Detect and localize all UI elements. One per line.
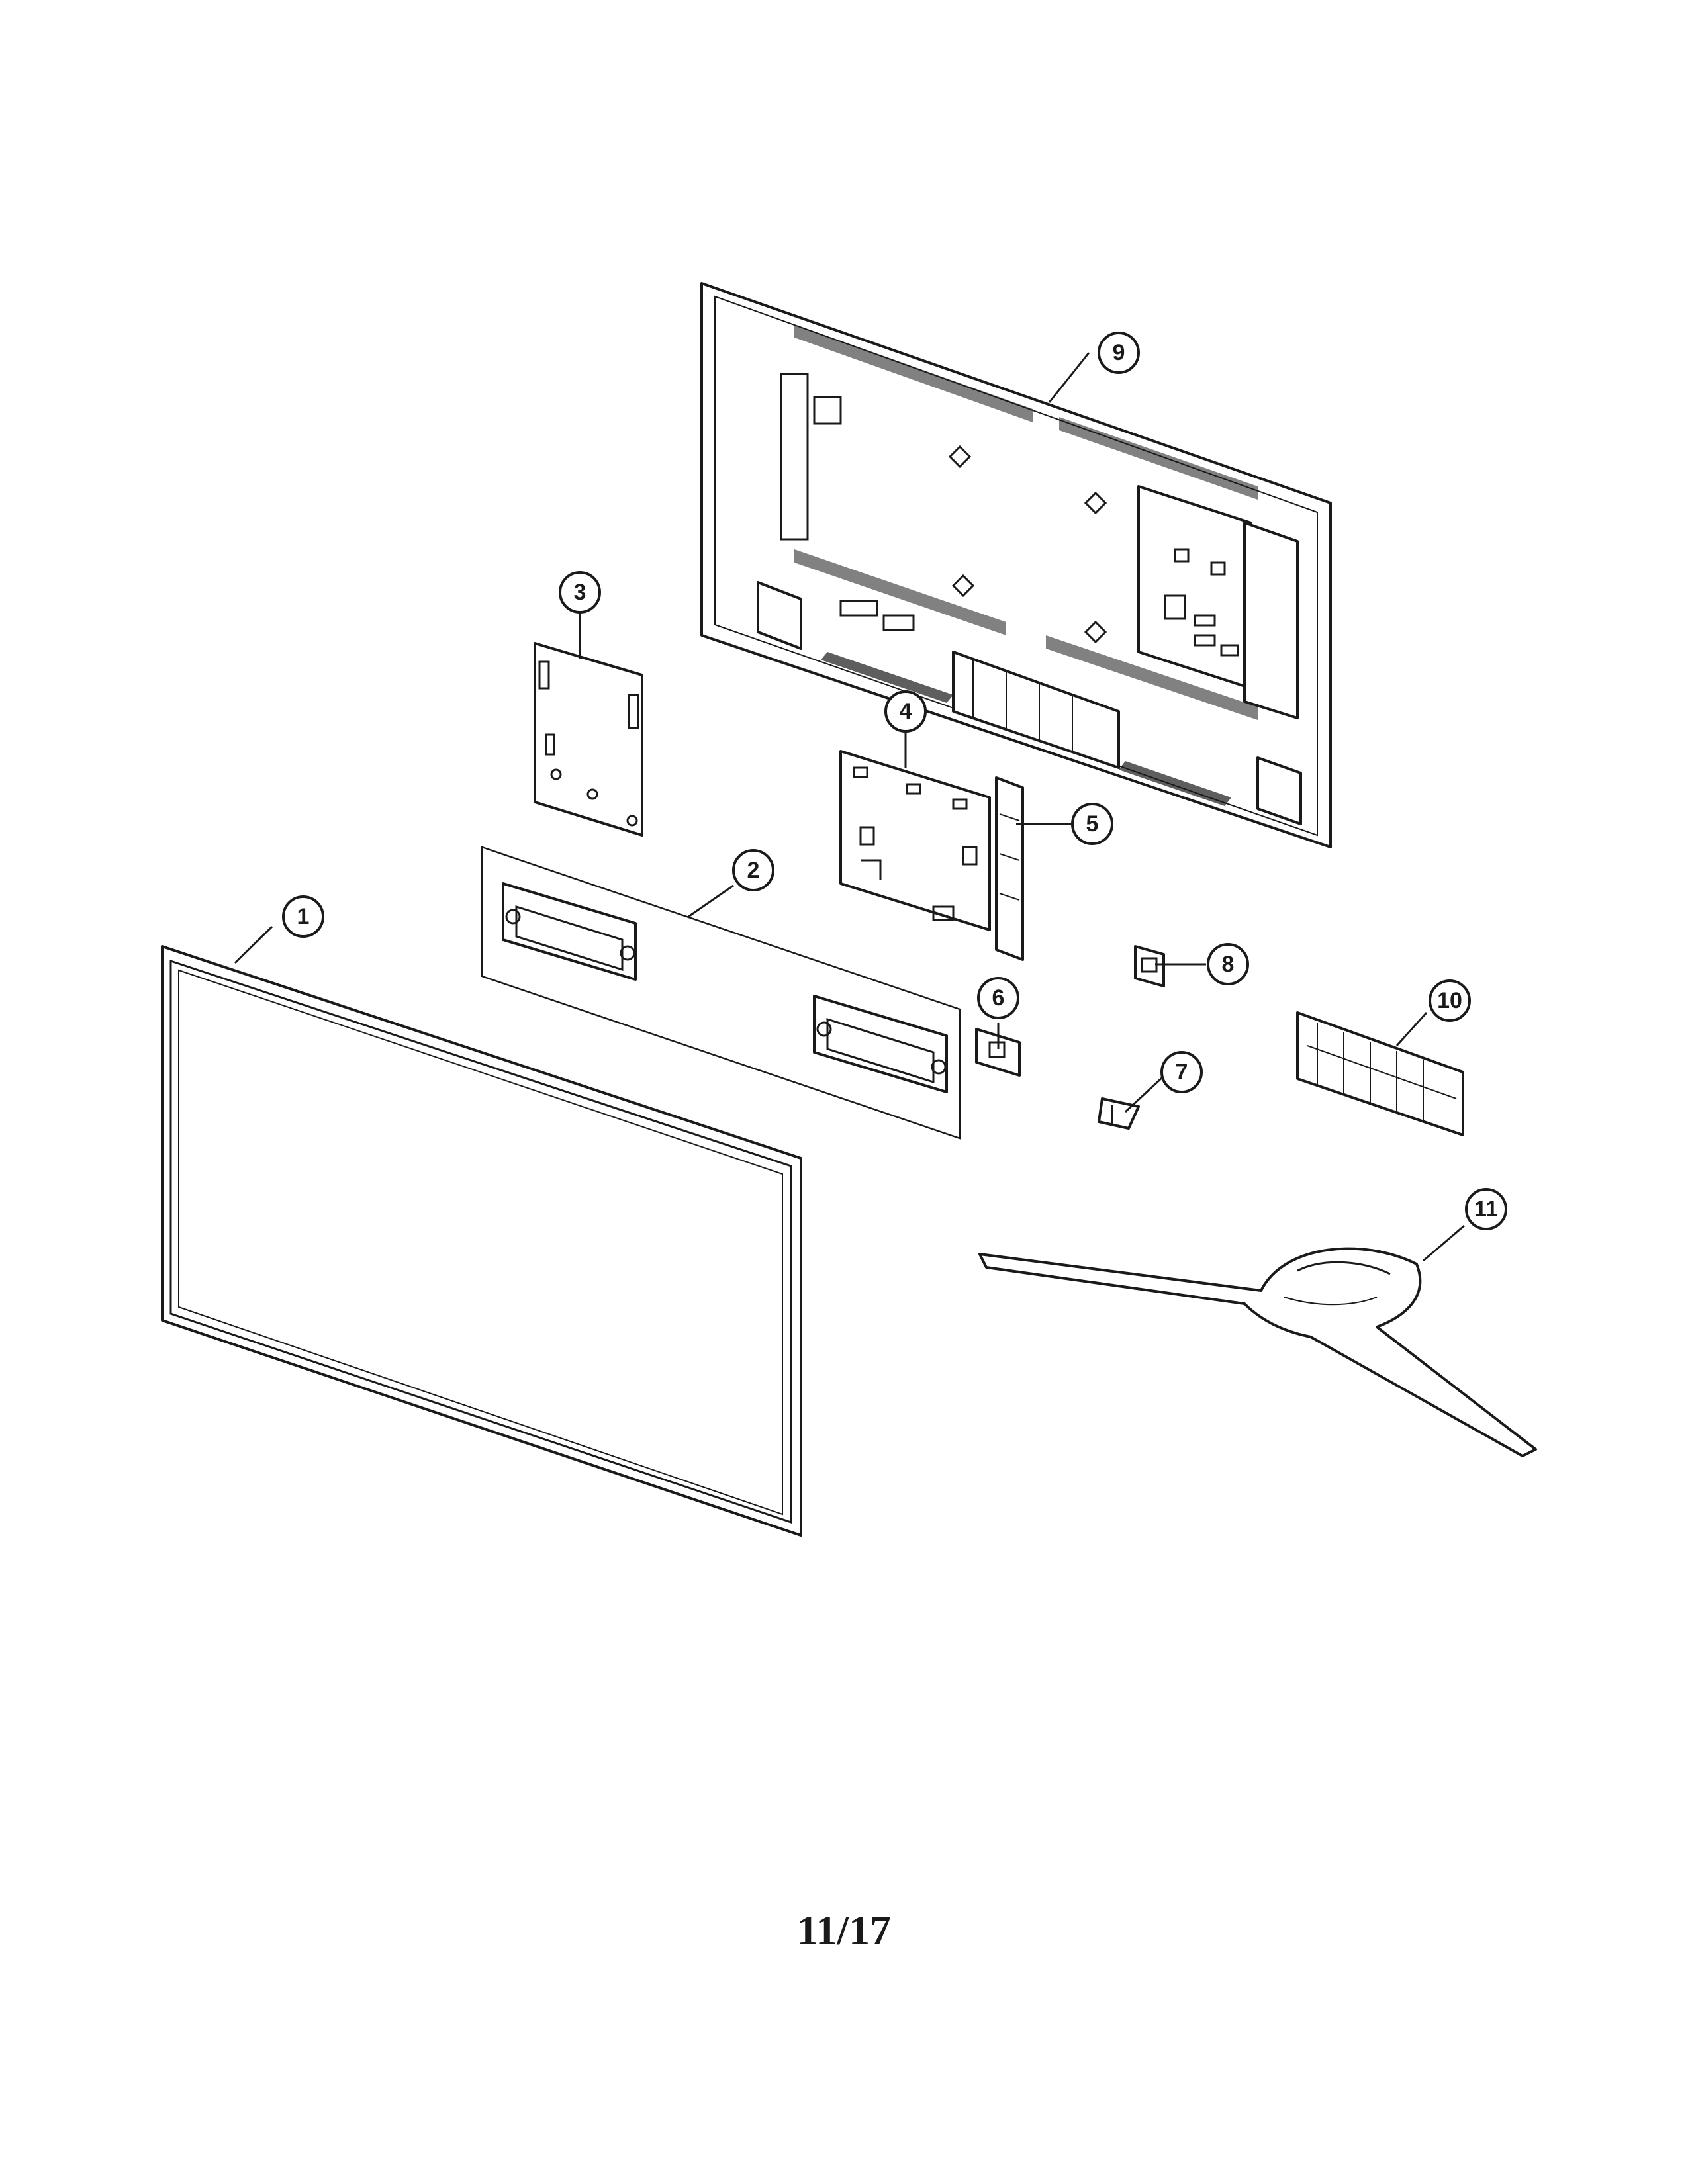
stand-neck-part bbox=[1296, 1011, 1464, 1136]
callout-6: 6 bbox=[977, 977, 1019, 1019]
callout-1-label: 1 bbox=[297, 904, 310, 929]
callout-8-label: 8 bbox=[1222, 952, 1235, 977]
callout-10-label: 10 bbox=[1437, 988, 1462, 1013]
callout-7: 7 bbox=[1160, 1051, 1203, 1093]
callout-9: 9 bbox=[1098, 332, 1140, 374]
page-number: 11/17 bbox=[796, 1907, 892, 1954]
small-bracket-part bbox=[975, 1028, 1021, 1077]
callout-11: 11 bbox=[1465, 1188, 1507, 1230]
clip-part bbox=[1134, 945, 1165, 987]
callout-5: 5 bbox=[1071, 803, 1113, 845]
callout-11-label: 11 bbox=[1474, 1197, 1498, 1222]
bracket-strip-part bbox=[995, 776, 1024, 961]
callout-3-label: 3 bbox=[574, 580, 586, 605]
callout-10: 10 bbox=[1429, 979, 1471, 1022]
callout-4: 4 bbox=[884, 690, 927, 733]
callout-9-label: 9 bbox=[1113, 340, 1125, 365]
main-board-part bbox=[534, 642, 643, 837]
rear-cover-part bbox=[700, 282, 1332, 848]
callout-7-label: 7 bbox=[1176, 1060, 1188, 1085]
stand-base-part bbox=[978, 1247, 1537, 1457]
power-board-part bbox=[839, 750, 991, 931]
callout-2-label: 2 bbox=[747, 858, 760, 883]
leader-lines bbox=[234, 352, 1465, 1262]
callout-2: 2 bbox=[732, 849, 774, 891]
callout-5-label: 5 bbox=[1086, 811, 1099, 837]
callout-3: 3 bbox=[559, 571, 601, 614]
callout-8: 8 bbox=[1207, 943, 1249, 985]
callout-6-label: 6 bbox=[992, 985, 1005, 1011]
callout-1: 1 bbox=[282, 895, 324, 938]
small-clip-part bbox=[1098, 1097, 1140, 1130]
callout-4-label: 4 bbox=[900, 699, 912, 724]
screen-panel-part bbox=[161, 945, 802, 1537]
speaker-group-part bbox=[481, 846, 961, 1140]
